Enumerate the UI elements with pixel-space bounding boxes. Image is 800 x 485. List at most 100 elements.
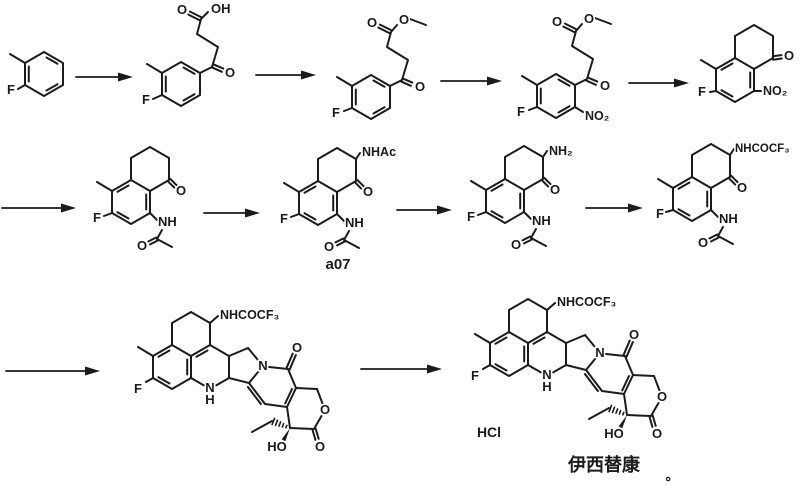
compound-fluoro-methyl-nitro-tetralone: O NO₂ F (697, 24, 796, 103)
atom-label-lactone-ring-O: O (657, 389, 667, 404)
atom-label-lactone-ring-O: O (320, 402, 330, 417)
atom-label-HO: HO (604, 426, 624, 441)
compound-aryl-ketobutanoate-ester: F O O O (331, 11, 427, 122)
atom-label-F: F (142, 92, 150, 107)
compound-nitro-aryl-ketobutanoate: F NO₂ O O O (516, 10, 612, 125)
arrow-head (674, 78, 689, 88)
atom-label-quinoline-N: N (205, 380, 214, 395)
atom-label-acetyl-O: O (511, 237, 521, 252)
compound-code-a07: a07 (325, 256, 350, 273)
bonds (474, 298, 661, 428)
atom-label-F: F (471, 368, 479, 383)
atom-label-ketone-O: O (176, 183, 186, 198)
atom-label-ketone-O: O (363, 184, 373, 199)
compound-aryl-ketobutanoic-acid: F O O OH (141, 0, 237, 109)
period-mark: 。 (666, 469, 679, 483)
compound-2-fluorotoluene: F (6, 51, 64, 99)
atom-label-NH: NH (345, 215, 364, 230)
reaction-arrow-8 (585, 203, 643, 213)
atom-label-acetyl-O: O (698, 235, 708, 250)
atom-label-lactone-carbonyl-O: O (315, 439, 325, 454)
atom-label-F: F (7, 82, 15, 97)
reaction-arrow-7 (396, 205, 452, 215)
atom-label-NHCOCF3: NHCOCF₃ (557, 295, 616, 309)
bonds (521, 17, 612, 119)
atom-label-OH: OH (211, 1, 231, 16)
arrow-head (301, 70, 316, 80)
reaction-arrow-1 (75, 72, 133, 82)
atom-label-lactone-carbonyl-O: O (652, 426, 662, 441)
bonds (700, 24, 783, 103)
atom-label-F: F (656, 206, 664, 221)
hash-bond-ethyl (608, 404, 625, 416)
bonds (96, 146, 178, 248)
compound-product-exatecan-hydrochloride: NHCOCF₃ F N H N O O O HO HCl 伊西替康 。 (470, 294, 680, 485)
atom-label-ester-O: O (584, 11, 594, 26)
atom-label-ester-carbonyl-O: O (552, 14, 562, 29)
bonds (137, 311, 324, 441)
bonds (336, 18, 427, 120)
atom-label-amide-N: N (595, 345, 604, 360)
atom-label-ketone-O: O (784, 48, 794, 63)
compound-amino-tetralone: O NH₂ NH O F (466, 143, 575, 254)
reaction-arrow-3 (440, 76, 502, 86)
atom-label-F: F (280, 211, 288, 226)
compound-acetamido-fluoro-methyl-tetralone: O NH O F (92, 146, 188, 255)
arrow-head (437, 205, 452, 215)
atom-label-quinoline-H: H (542, 379, 551, 394)
arrow-head (427, 364, 442, 374)
product-name-label: 伊西替康 (567, 454, 641, 475)
bonds (283, 147, 365, 249)
atom-label-NO2: NO₂ (763, 84, 787, 98)
arrow-head (487, 76, 502, 86)
atom-label-quinoline-N: N (542, 367, 551, 382)
atom-label-F: F (467, 209, 475, 224)
bonds (470, 145, 552, 247)
arrow-head (118, 72, 133, 82)
arrow-head (61, 203, 76, 213)
atom-label-HO: HO (267, 439, 287, 454)
atom-label-ketone-O: O (550, 182, 560, 197)
bonds (9, 51, 64, 97)
atom-label-F: F (517, 104, 525, 119)
atom-label-F: F (93, 210, 101, 225)
atom-label-NHAc: NHAc (362, 145, 396, 159)
atom-label-NHCOCF3: NHCOCF₃ (220, 308, 279, 322)
atom-label-F: F (332, 105, 340, 120)
atom-label-amide-O: O (629, 327, 639, 342)
atom-label-quinoline-H: H (205, 392, 214, 407)
bonds (146, 10, 225, 107)
atom-label-NHCOCF3: NHCOCF₃ (735, 143, 790, 155)
arrow-head (85, 366, 100, 376)
atom-label-F: F (698, 84, 706, 99)
atom-label-amide-O: O (292, 340, 302, 355)
atom-label-NH2: NH₂ (549, 144, 573, 158)
arrow-head (628, 203, 643, 213)
reaction-arrow-2 (255, 70, 316, 80)
atom-label-NH: NH (158, 214, 177, 229)
wedge-bond-OH (281, 428, 290, 442)
atom-label-amide-N: N (258, 358, 267, 373)
reaction-arrow-6 (203, 208, 260, 218)
reaction-arrow-5 (1, 203, 76, 213)
atom-label-acetyl-O: O (137, 238, 147, 253)
atom-label-ketone-O: O (737, 180, 747, 195)
atom-label-F: F (134, 381, 142, 396)
reaction-arrow-10 (360, 364, 442, 374)
compound-hexacyclic-tfa-intermediate: NHCOCF₃ F N H N O O O HO (133, 307, 332, 456)
salt-label-HCl: HCl (477, 424, 501, 440)
atom-label-NO2: NO₂ (585, 109, 609, 123)
atom-label-acid-O: O (177, 2, 187, 17)
compound-trifluoroacetamido-tetralone: O NHCOCF₃ NH O F (655, 142, 791, 252)
arrow-head (245, 208, 260, 218)
atom-label-acetyl-O: O (324, 239, 334, 254)
atom-label-ester-O: O (399, 12, 409, 27)
hash-bond-ethyl (271, 417, 288, 429)
wedge-bond-OH (618, 415, 627, 429)
atom-label-ketone-O: O (415, 79, 425, 94)
atom-label-ester-carbonyl-O: O (367, 15, 377, 30)
bonds (657, 143, 739, 245)
atom-label-ketone-O: O (225, 65, 235, 80)
atom-label-ketone-O: O (600, 78, 610, 93)
